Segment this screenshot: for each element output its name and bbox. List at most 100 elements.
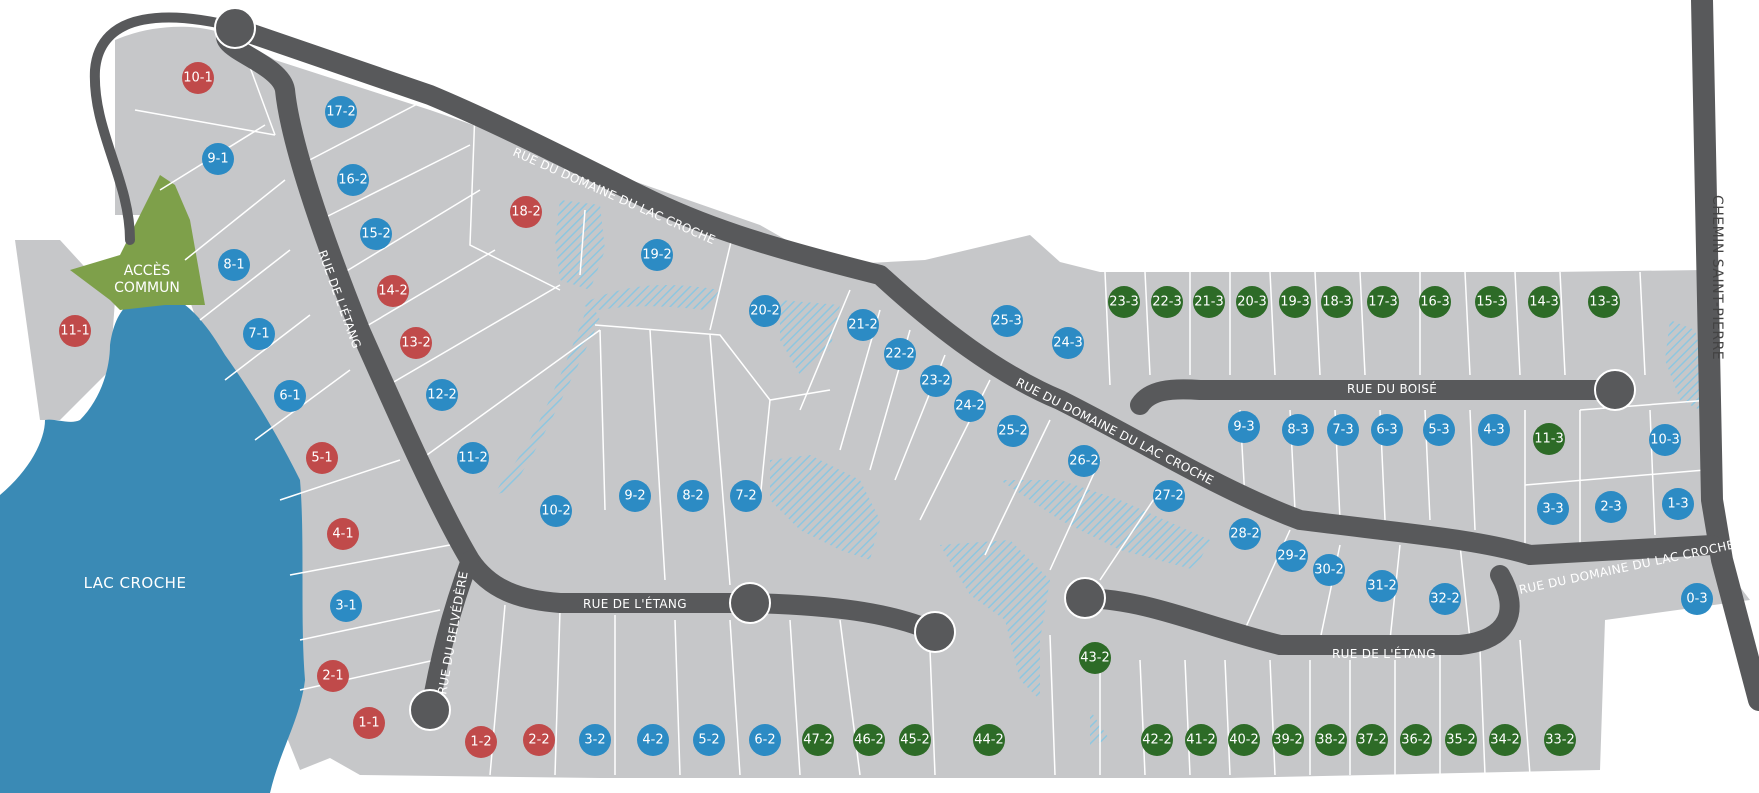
lot-marker-11-3[interactable]: 11-3 bbox=[1533, 423, 1565, 455]
lot-marker-circle[interactable] bbox=[1533, 423, 1565, 455]
lot-marker-circle[interactable] bbox=[677, 480, 709, 512]
lot-marker-circle[interactable] bbox=[1662, 488, 1694, 520]
lot-marker-circle[interactable] bbox=[899, 724, 931, 756]
lot-marker-39-2[interactable]: 39-2 bbox=[1272, 724, 1304, 756]
lot-marker-1-2[interactable]: 1-2 bbox=[465, 726, 497, 758]
lot-marker-13-3[interactable]: 13-3 bbox=[1588, 286, 1620, 318]
lot-marker-9-2[interactable]: 9-2 bbox=[619, 480, 651, 512]
lot-marker-14-3[interactable]: 14-3 bbox=[1528, 286, 1560, 318]
lot-marker-circle[interactable] bbox=[1228, 724, 1260, 756]
lot-marker-circle[interactable] bbox=[457, 442, 489, 474]
lot-marker-circle[interactable] bbox=[1151, 286, 1183, 318]
lot-marker-30-2[interactable]: 30-2 bbox=[1313, 554, 1345, 586]
lot-marker-circle[interactable] bbox=[884, 338, 916, 370]
lot-marker-31-2[interactable]: 31-2 bbox=[1366, 570, 1398, 602]
lot-marker-11-2[interactable]: 11-2 bbox=[457, 442, 489, 474]
lot-marker-circle[interactable] bbox=[579, 724, 611, 756]
lot-marker-circle[interactable] bbox=[353, 707, 385, 739]
lot-marker-circle[interactable] bbox=[1193, 286, 1225, 318]
lot-marker-circle[interactable] bbox=[1478, 414, 1510, 446]
lot-marker-circle[interactable] bbox=[619, 480, 651, 512]
lot-marker-37-2[interactable]: 37-2 bbox=[1356, 724, 1388, 756]
lot-marker-circle[interactable] bbox=[1313, 554, 1345, 586]
lot-marker-8-3[interactable]: 8-3 bbox=[1282, 414, 1314, 446]
lot-marker-44-2[interactable]: 44-2 bbox=[973, 724, 1005, 756]
lot-marker-circle[interactable] bbox=[327, 518, 359, 550]
lot-marker-4-1[interactable]: 4-1 bbox=[327, 518, 359, 550]
lot-marker-circle[interactable] bbox=[360, 218, 392, 250]
lot-marker-5-3[interactable]: 5-3 bbox=[1423, 414, 1455, 446]
lot-marker-34-2[interactable]: 34-2 bbox=[1489, 724, 1521, 756]
lot-marker-10-3[interactable]: 10-3 bbox=[1649, 424, 1681, 456]
lot-marker-circle[interactable] bbox=[1419, 286, 1451, 318]
lot-marker-4-2[interactable]: 4-2 bbox=[637, 724, 669, 756]
lot-marker-16-3[interactable]: 16-3 bbox=[1419, 286, 1451, 318]
lot-marker-46-2[interactable]: 46-2 bbox=[853, 724, 885, 756]
lot-marker-circle[interactable] bbox=[182, 62, 214, 94]
lot-marker-circle[interactable] bbox=[540, 495, 572, 527]
lot-marker-10-2[interactable]: 10-2 bbox=[540, 495, 572, 527]
lot-marker-36-2[interactable]: 36-2 bbox=[1400, 724, 1432, 756]
lot-marker-circle[interactable] bbox=[1276, 540, 1308, 572]
lot-marker-28-2[interactable]: 28-2 bbox=[1229, 518, 1261, 550]
lot-marker-circle[interactable] bbox=[317, 660, 349, 692]
lot-marker-40-2[interactable]: 40-2 bbox=[1228, 724, 1260, 756]
lot-marker-circle[interactable] bbox=[1282, 414, 1314, 446]
lot-marker-circle[interactable] bbox=[920, 365, 952, 397]
lot-marker-2-3[interactable]: 2-3 bbox=[1595, 491, 1627, 523]
lot-marker-circle[interactable] bbox=[1423, 414, 1455, 446]
lot-marker-circle[interactable] bbox=[1588, 286, 1620, 318]
lot-marker-circle[interactable] bbox=[641, 239, 673, 271]
lot-marker-circle[interactable] bbox=[1279, 286, 1311, 318]
lot-marker-32-2[interactable]: 32-2 bbox=[1429, 583, 1461, 615]
lot-marker-circle[interactable] bbox=[1445, 724, 1477, 756]
lot-marker-circle[interactable] bbox=[377, 275, 409, 307]
lot-marker-42-2[interactable]: 42-2 bbox=[1141, 724, 1173, 756]
lot-marker-circle[interactable] bbox=[337, 164, 369, 196]
lot-marker-21-3[interactable]: 21-3 bbox=[1193, 286, 1225, 318]
lot-marker-17-3[interactable]: 17-3 bbox=[1367, 286, 1399, 318]
lot-marker-21-2[interactable]: 21-2 bbox=[847, 309, 879, 341]
lot-marker-33-2[interactable]: 33-2 bbox=[1544, 724, 1576, 756]
lot-marker-circle[interactable] bbox=[1108, 286, 1140, 318]
lot-marker-circle[interactable] bbox=[1272, 724, 1304, 756]
lot-marker-circle[interactable] bbox=[330, 590, 362, 622]
lot-marker-43-2[interactable]: 43-2 bbox=[1079, 642, 1111, 674]
lot-marker-circle[interactable] bbox=[274, 380, 306, 412]
lot-marker-circle[interactable] bbox=[991, 305, 1023, 337]
lot-marker-18-2[interactable]: 18-2 bbox=[510, 196, 542, 228]
lot-marker-circle[interactable] bbox=[730, 480, 762, 512]
lot-marker-1-3[interactable]: 1-3 bbox=[1662, 488, 1694, 520]
lot-marker-circle[interactable] bbox=[847, 309, 879, 341]
lot-marker-6-2[interactable]: 6-2 bbox=[749, 724, 781, 756]
lot-marker-circle[interactable] bbox=[59, 315, 91, 347]
lot-marker-26-2[interactable]: 26-2 bbox=[1068, 445, 1100, 477]
lot-marker-circle[interactable] bbox=[1079, 642, 1111, 674]
lot-marker-circle[interactable] bbox=[1400, 724, 1432, 756]
lot-marker-circle[interactable] bbox=[802, 724, 834, 756]
lot-marker-circle[interactable] bbox=[1429, 583, 1461, 615]
lot-marker-13-2[interactable]: 13-2 bbox=[400, 327, 432, 359]
lot-marker-circle[interactable] bbox=[1366, 570, 1398, 602]
lot-marker-8-2[interactable]: 8-2 bbox=[677, 480, 709, 512]
lot-marker-circle[interactable] bbox=[1229, 518, 1261, 550]
lot-marker-20-2[interactable]: 20-2 bbox=[749, 295, 781, 327]
lot-marker-19-3[interactable]: 19-3 bbox=[1279, 286, 1311, 318]
lot-marker-45-2[interactable]: 45-2 bbox=[899, 724, 931, 756]
lot-marker-circle[interactable] bbox=[1595, 491, 1627, 523]
lot-marker-0-3[interactable]: 0-3 bbox=[1681, 583, 1713, 615]
lot-marker-35-2[interactable]: 35-2 bbox=[1445, 724, 1477, 756]
lot-marker-circle[interactable] bbox=[1068, 445, 1100, 477]
lot-marker-2-2[interactable]: 2-2 bbox=[523, 724, 555, 756]
lot-marker-38-2[interactable]: 38-2 bbox=[1315, 724, 1347, 756]
lot-marker-circle[interactable] bbox=[325, 96, 357, 128]
lot-marker-circle[interactable] bbox=[1371, 414, 1403, 446]
lot-marker-22-3[interactable]: 22-3 bbox=[1151, 286, 1183, 318]
lot-marker-circle[interactable] bbox=[1327, 414, 1359, 446]
lot-marker-16-2[interactable]: 16-2 bbox=[337, 164, 369, 196]
lot-marker-5-2[interactable]: 5-2 bbox=[693, 724, 725, 756]
lot-marker-6-1[interactable]: 6-1 bbox=[274, 380, 306, 412]
lot-marker-9-3[interactable]: 9-3 bbox=[1228, 411, 1260, 443]
lot-marker-circle[interactable] bbox=[1544, 724, 1576, 756]
lot-marker-23-2[interactable]: 23-2 bbox=[920, 365, 952, 397]
